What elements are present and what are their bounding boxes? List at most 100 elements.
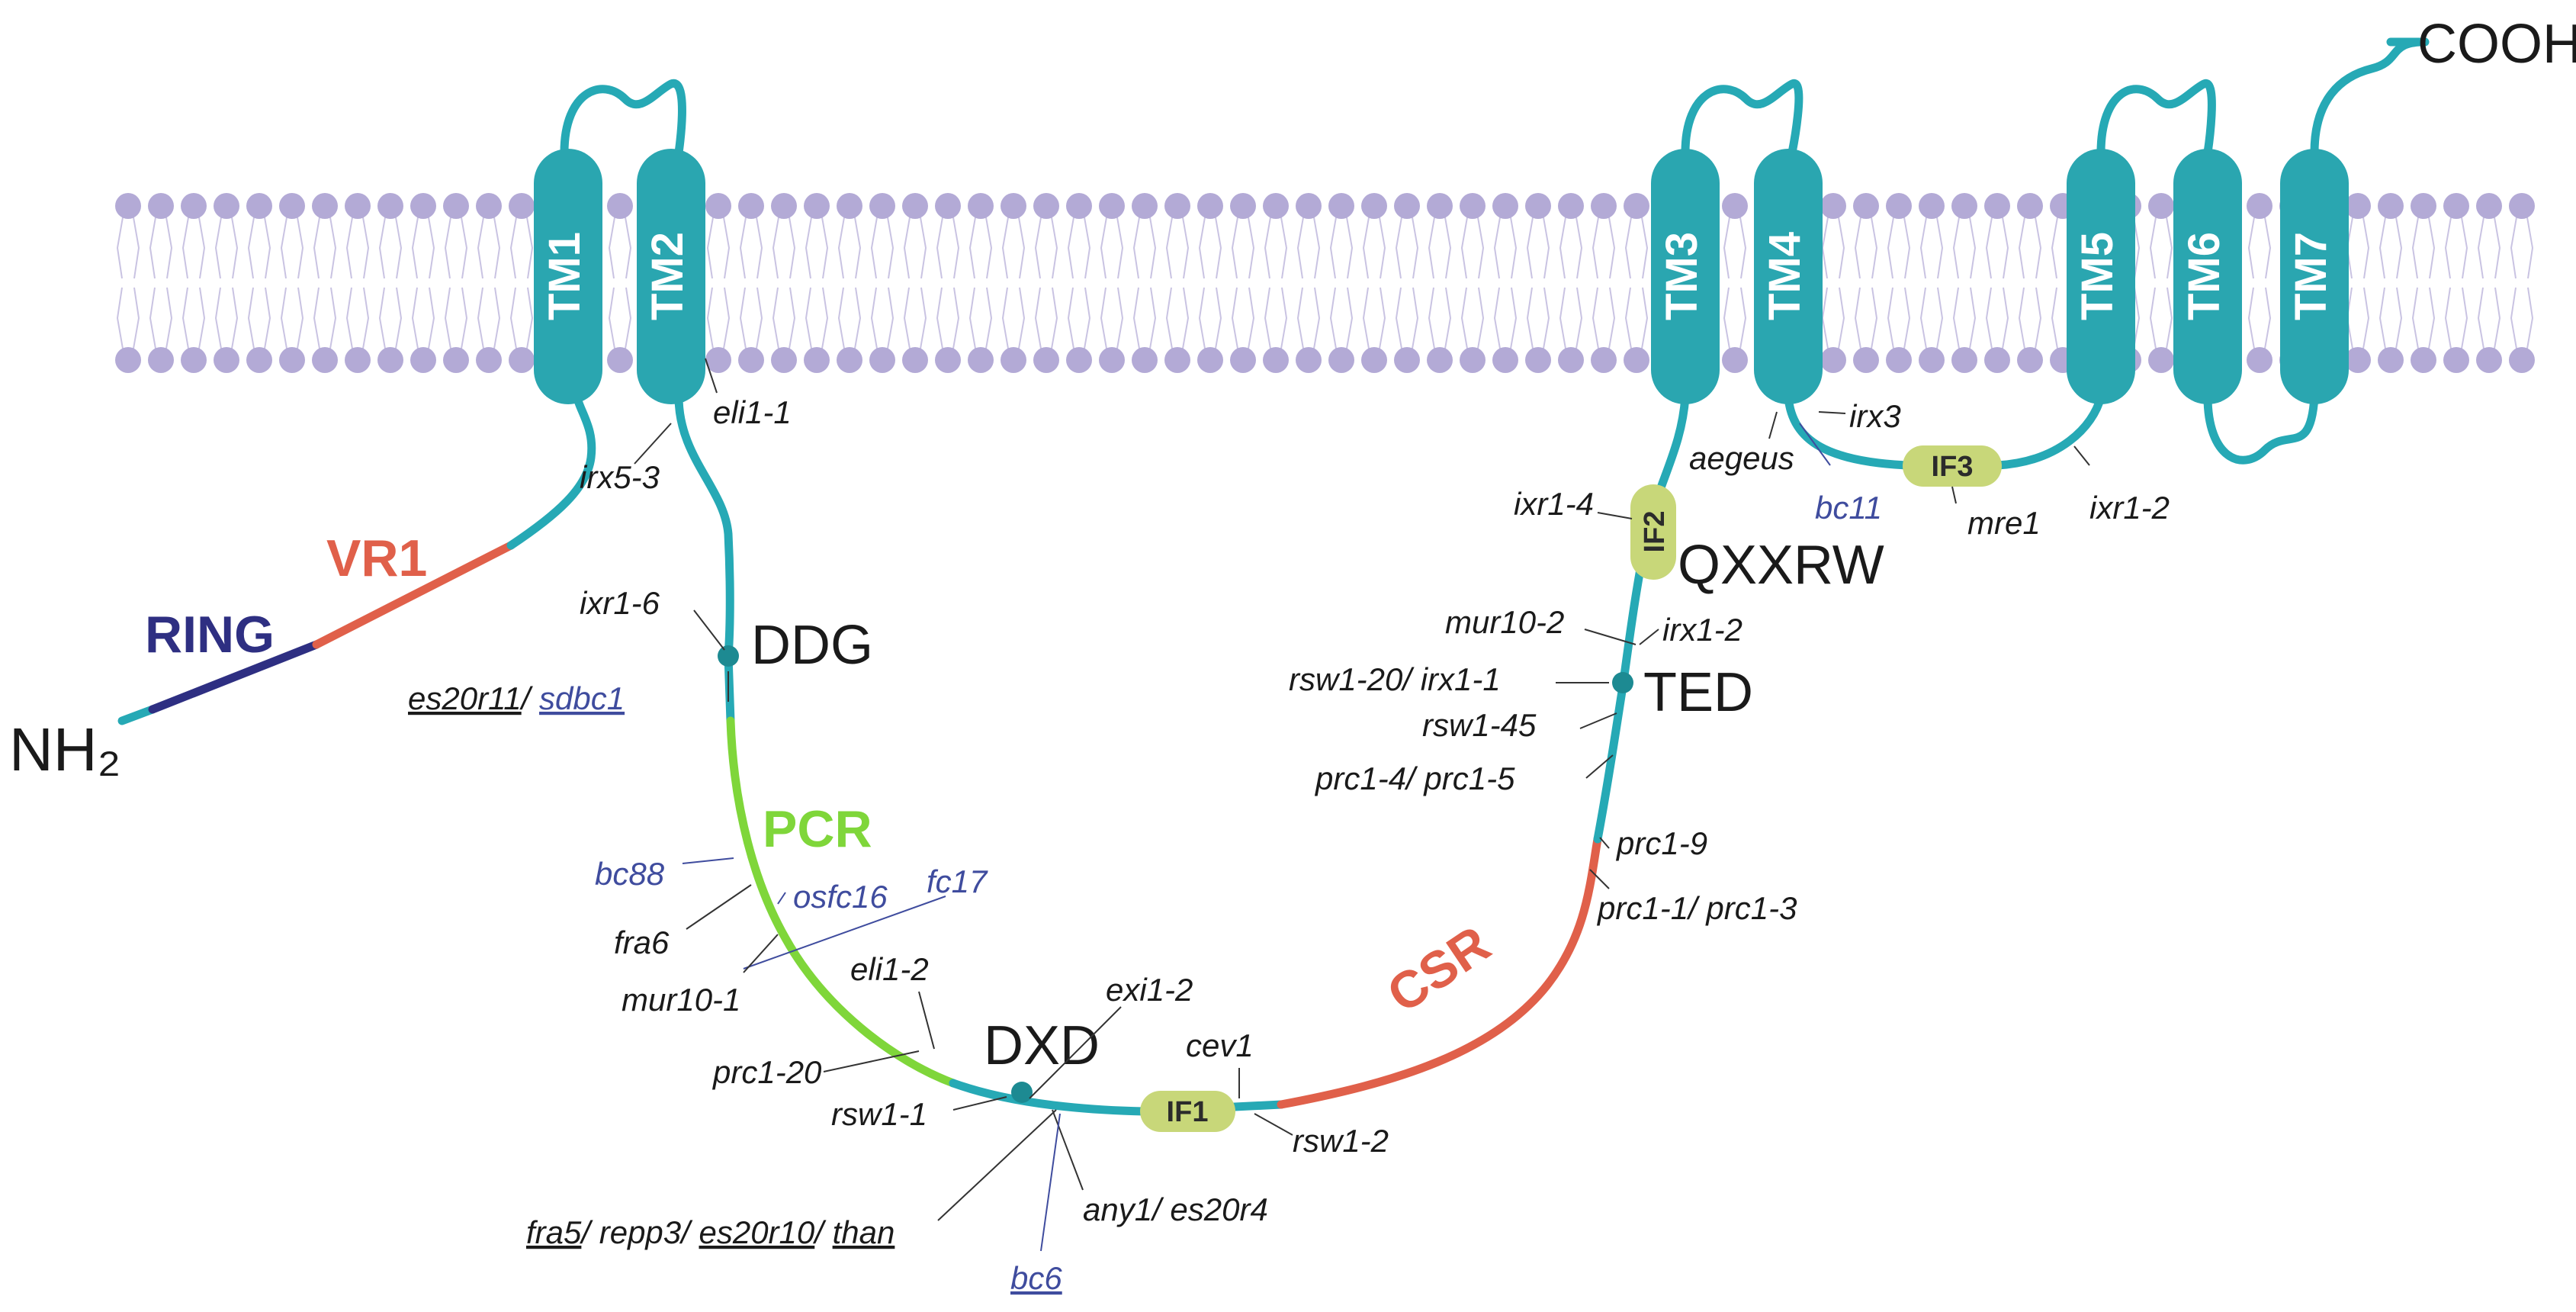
lipid-tail <box>1346 287 1354 349</box>
ring-segment <box>148 640 321 714</box>
lipid-head <box>1984 347 2010 373</box>
lipid-tail <box>181 287 189 349</box>
lipid-head <box>2476 347 2502 373</box>
lipid-tail <box>2494 287 2501 349</box>
lipid-tail <box>1903 287 1911 349</box>
lipid-tail <box>133 217 140 279</box>
lipid-tail <box>1395 287 1402 349</box>
lipid-tail <box>280 287 287 349</box>
lipid-tail <box>411 287 419 349</box>
n-terminus-label: NH₂ <box>9 715 121 783</box>
mutant-sdbc1: sdbc1 <box>539 680 625 716</box>
lipid-tail <box>1313 287 1321 349</box>
lipid-tail <box>2395 217 2403 279</box>
mutant-eli1-1: eli1-1 <box>713 394 792 430</box>
lipid-head <box>2017 347 2043 373</box>
separator-slash: / <box>812 1214 832 1250</box>
lipid-tail <box>2166 217 2173 279</box>
lipid-head <box>410 347 436 373</box>
lipid-head <box>1722 193 1748 219</box>
lipid-tail <box>2510 217 2517 279</box>
lipid-tail <box>1329 217 1337 279</box>
lipid-tail <box>1723 287 1730 349</box>
lipid-tail <box>1379 217 1386 279</box>
lipid-tail <box>1493 287 1501 349</box>
lipid-tail <box>1428 287 1435 349</box>
if1-box: IF1 <box>1140 1091 1235 1132</box>
lipid-tail <box>903 217 911 279</box>
lipid-head <box>902 347 928 373</box>
mutant-irx3: irx3 <box>1849 398 1901 434</box>
tm1-tm2-loop <box>560 79 686 157</box>
lipid-tail <box>493 217 501 279</box>
mutant-exi1-2: exi1-2 <box>1106 972 1193 1008</box>
lipid-tail <box>1067 287 1074 349</box>
lipid-head <box>1394 347 1420 373</box>
lipid-head <box>1492 193 1518 219</box>
lipid-head <box>1361 193 1387 219</box>
lipid-head <box>1591 193 1617 219</box>
lipid-tail <box>1821 217 1829 279</box>
lipid-tail <box>887 217 895 279</box>
mutant-repp3: repp3/ <box>599 1214 699 1250</box>
lipid-head <box>2148 347 2174 373</box>
lipid-head <box>1886 193 1912 219</box>
lipid-head <box>214 193 239 219</box>
lipid-head <box>804 347 830 373</box>
lipid-head <box>345 347 371 373</box>
lipid-tail <box>1608 217 1616 279</box>
vr1-segment <box>312 541 516 649</box>
lipid-tail <box>2362 287 2370 349</box>
lipid-head <box>607 193 633 219</box>
separator-slash: / <box>579 1214 599 1250</box>
lipid-tail <box>198 287 206 349</box>
if2-box: IF2 <box>1630 484 1676 580</box>
lipid-head <box>1460 347 1486 373</box>
lipid-tail <box>2428 287 2436 349</box>
lipid-head <box>1525 193 1551 219</box>
lipid-head <box>1033 347 1059 373</box>
lipid-tail <box>1936 287 1944 349</box>
lipid-head <box>738 193 764 219</box>
lipid-tail <box>1608 287 1616 349</box>
lipid-tail <box>198 217 206 279</box>
tm1-label: TM1 <box>540 232 589 320</box>
lipid-head <box>771 347 797 373</box>
lipid-tail <box>608 287 615 349</box>
lipid-head <box>1427 347 1453 373</box>
lipid-head <box>1263 193 1289 219</box>
mutant-irx1-2: irx1-2 <box>1662 612 1742 648</box>
lipid-tail <box>395 217 403 279</box>
lipid-tail <box>509 217 517 279</box>
lipid-tail <box>1969 217 1977 279</box>
csr-segment <box>1277 834 1602 1109</box>
lipid-tail <box>362 217 370 279</box>
lipid-tail <box>2461 217 2468 279</box>
lipid-head <box>1820 347 1846 373</box>
lipid-tail <box>789 217 796 279</box>
lipid-head <box>1132 347 1158 373</box>
lipid-head <box>2509 193 2535 219</box>
lipid-head <box>1328 347 1354 373</box>
lipid-tail <box>1084 217 1091 279</box>
lipid-tail <box>1641 217 1649 279</box>
lipid-head <box>607 347 633 373</box>
tm4-label: TM4 <box>1760 232 1810 320</box>
lipid-tail <box>1280 287 1288 349</box>
lipid-tail <box>1149 217 1157 279</box>
mutant-mur10-2: mur10-2 <box>1445 604 1564 640</box>
lipid-head <box>1951 347 1977 373</box>
lipid-tail <box>2018 287 2025 349</box>
tm4-to-if3 <box>1784 392 1911 470</box>
lipid-head <box>312 347 338 373</box>
mutant-ixr1-2-tm5: ixr1-2 <box>2089 490 2170 526</box>
lipid-tail <box>772 287 779 349</box>
lipid-tail <box>477 287 484 349</box>
lipid-head <box>1722 347 1748 373</box>
tm7-label: TM7 <box>2286 232 2336 320</box>
tm5-label: TM5 <box>2073 232 2122 320</box>
lipid-head <box>738 347 764 373</box>
lipid-tail <box>1296 217 1304 279</box>
mutant-bc6: bc6 <box>1010 1260 1062 1296</box>
lipid-tail <box>2051 287 2058 349</box>
